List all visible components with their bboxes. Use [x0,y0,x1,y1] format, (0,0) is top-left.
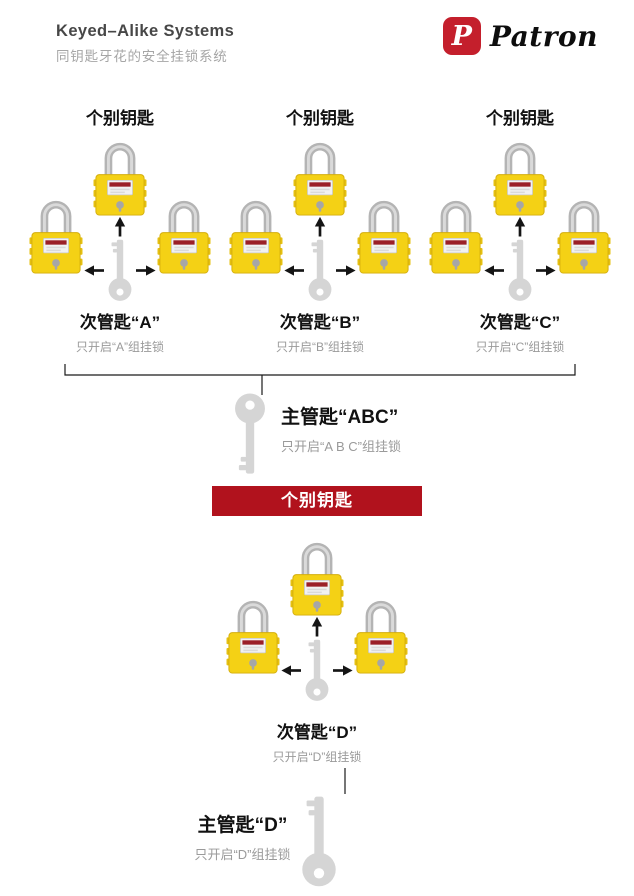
padlock-icon [427,196,485,275]
individual-key-label: 个别钥匙 [486,109,554,128]
padlock-icon [555,196,613,275]
arrow-right-icon [536,264,556,277]
padlock-icon [155,196,213,275]
submaster-key-note: 只开启“C”组挂锁 [475,340,565,354]
bracket-line-d [344,768,346,794]
individual-key-label: 个别钥匙 [86,109,154,128]
arrow-right-icon [336,264,356,277]
key-icon [107,238,133,302]
submaster-key-note: 只开启“B”组挂锁 [276,340,364,354]
arrow-up-icon [514,217,527,237]
padlock-icon [91,138,149,217]
arrow-up-icon [311,617,324,637]
padlock-icon [355,196,413,275]
key-icon [304,638,330,702]
padlock-cluster [210,138,430,304]
arrow-left-icon [484,264,504,277]
submaster-key-note: 只开启“D”组挂锁 [272,750,362,764]
individual-key-banner: 个别钥匙 [212,486,422,516]
page-subtitle: 同钥匙牙花的安全挂锁系统 [56,49,228,64]
master-key-icon [233,392,267,476]
master-key-d-text: 主管匙“D” 只开启“D”组挂锁 [150,810,335,863]
master-key-label: 主管匙“D” [197,815,288,836]
master-key-icon [300,794,338,888]
master-key-text: 主管匙“ABC” 只开启“A B C”组挂锁 [281,392,401,455]
master-key-label: 主管匙“ABC” [281,407,399,428]
master-key-note: 只开启“A B C”组挂锁 [281,439,401,454]
padlock-cluster [410,138,630,304]
master-key-abc-block: 主管匙“ABC” 只开启“A B C”组挂锁 [0,392,634,476]
padlock-cluster [207,538,427,704]
padlock-icon [491,138,549,217]
arrow-left-icon [84,264,104,277]
padlock-icon [224,596,282,675]
submaster-key-label: 次管匙“B” [279,313,361,332]
padlock-cluster [10,138,230,304]
key-icon [307,238,333,302]
page-title: Keyed–Alike Systems [56,22,235,40]
master-key-note: 只开启“D”组挂锁 [194,847,291,862]
group-b: 个别钥匙 次管匙“B” 只开启“B”组挂锁 [210,100,430,355]
arrow-right-icon [333,664,353,677]
padlock-icon [291,138,349,217]
arrow-left-icon [281,664,301,677]
submaster-key-note: 只开启“A”组挂锁 [76,340,164,354]
padlock-icon [27,196,85,275]
arrow-right-icon [136,264,156,277]
padlock-icon [227,196,285,275]
brand-logo: P Patron [442,17,598,55]
padlock-icon [288,538,346,617]
key-icon [507,238,533,302]
submaster-key-label: 次管匙“D” [276,723,358,742]
brand-name: Patron [489,19,598,53]
group-d: 次管匙“D” 只开启“D”组挂锁 [207,538,427,778]
group-c: 个别钥匙 次管匙“C” 只开启“C”组挂锁 [410,100,630,355]
arrow-up-icon [314,217,327,237]
patron-logo-icon: P [442,17,481,55]
submaster-key-label: 次管匙“A” [79,313,161,332]
arrow-up-icon [114,217,127,237]
logo-letter: P [451,20,472,52]
bracket-line-abc [64,364,576,395]
individual-key-label: 个别钥匙 [286,109,354,128]
arrow-left-icon [284,264,304,277]
group-a: 个别钥匙 次管匙“A” 只开启“A”组挂锁 [10,100,230,355]
submaster-key-label: 次管匙“C” [479,313,561,332]
padlock-icon [352,596,410,675]
